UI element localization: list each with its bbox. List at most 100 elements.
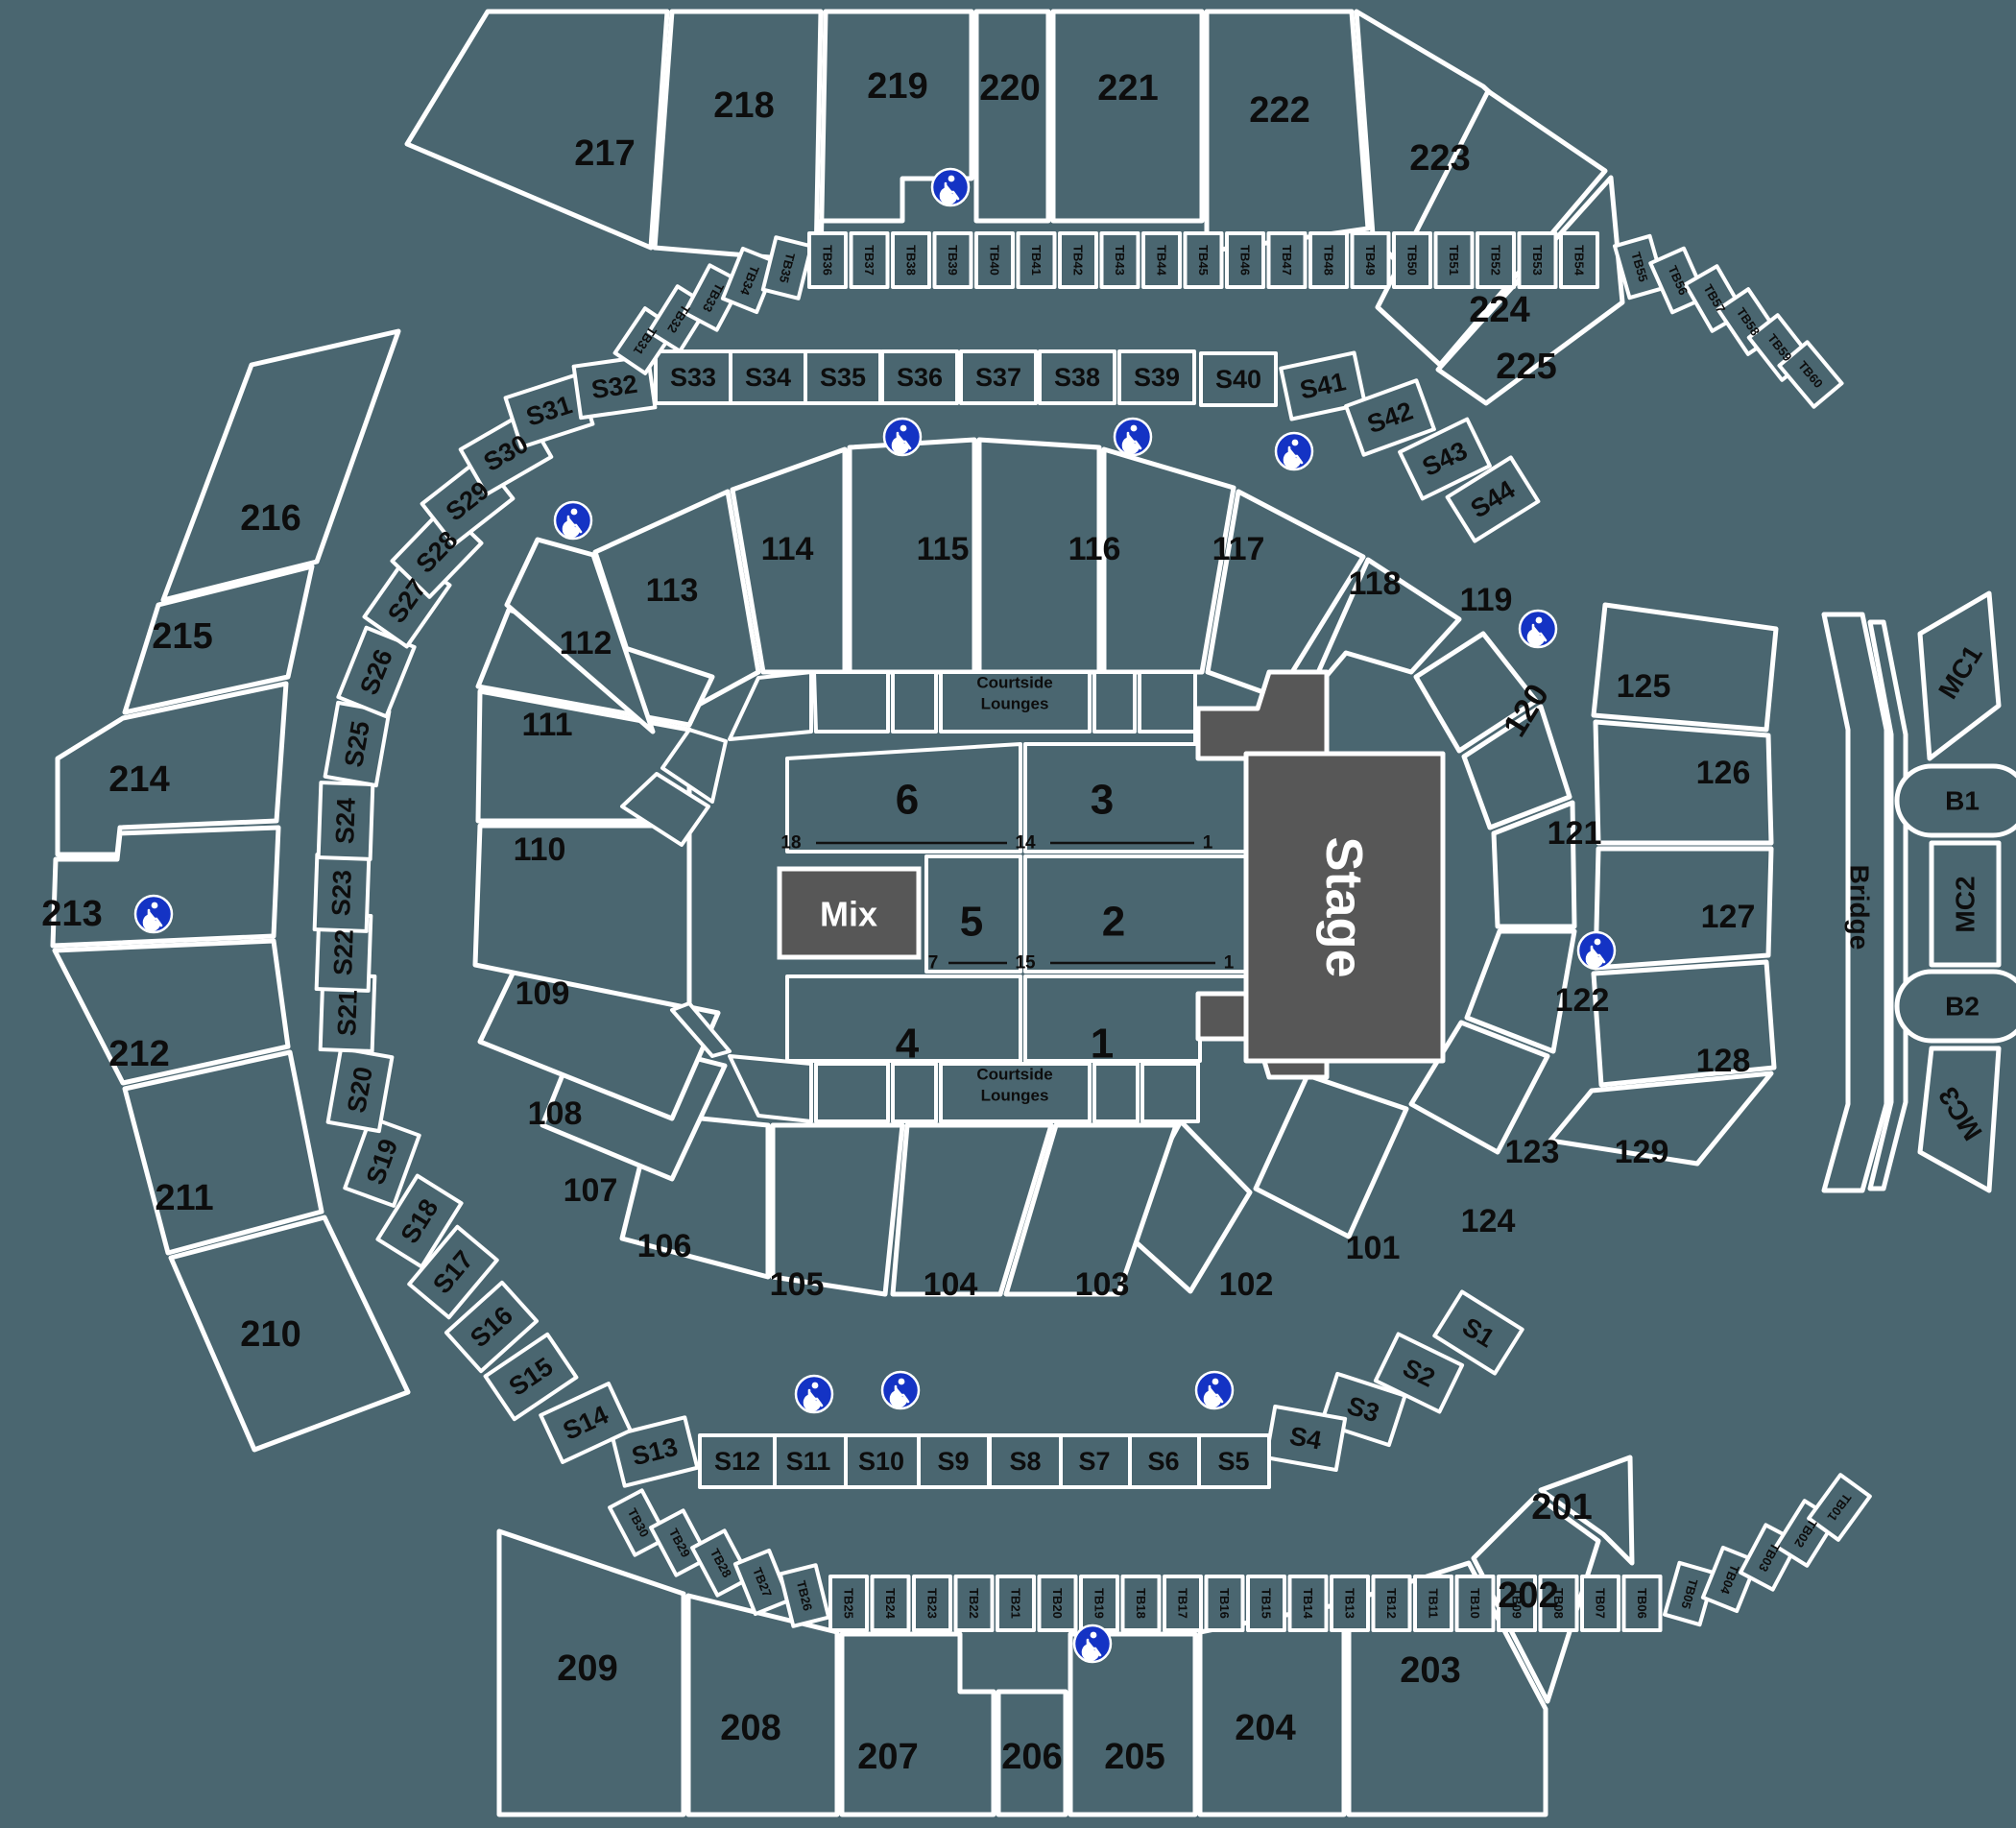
floor-block-5[interactable] — [924, 854, 1022, 974]
table-box-TB52[interactable] — [1476, 231, 1516, 289]
table-box-TB20[interactable] — [1037, 1575, 1078, 1632]
suite-S40[interactable] — [1199, 351, 1278, 407]
suite-box-S42[interactable] — [1344, 378, 1436, 457]
table-box-rect-TB10[interactable] — [1454, 1575, 1496, 1632]
table-box-TB35[interactable] — [760, 235, 814, 301]
table-box-rect-TB47[interactable] — [1266, 231, 1308, 289]
suite-box-S14[interactable] — [539, 1382, 633, 1464]
suite-S2[interactable] — [1373, 1332, 1465, 1414]
suite-box-S15[interactable] — [483, 1332, 579, 1422]
suite-box-S8[interactable] — [988, 1433, 1063, 1489]
section-127[interactable] — [1593, 846, 1774, 971]
table-box-rect-TB21[interactable] — [996, 1575, 1036, 1632]
table-box-rect-TB43[interactable] — [1099, 231, 1140, 289]
section-120[interactable] — [1413, 631, 1539, 754]
courtside-lounge-box[interactable] — [1138, 670, 1197, 734]
table-box-TB41[interactable] — [1016, 231, 1057, 289]
table-box-TB48[interactable] — [1308, 231, 1349, 289]
table-box-rect-TB29[interactable] — [649, 1508, 710, 1577]
suite-box-S24[interactable] — [316, 781, 375, 861]
section-128[interactable] — [1591, 959, 1777, 1088]
suite-S15[interactable] — [483, 1332, 579, 1422]
mc2[interactable] — [1929, 840, 2002, 968]
table-box-TB44[interactable] — [1141, 231, 1182, 289]
table-box-TB24[interactable] — [870, 1575, 911, 1632]
table-box-TB11[interactable] — [1413, 1575, 1453, 1632]
section-217[interactable] — [404, 9, 670, 251]
section-126[interactable] — [1593, 719, 1774, 846]
table-box-rect-TB17[interactable] — [1163, 1575, 1203, 1632]
table-box-rect-TB28[interactable] — [690, 1528, 752, 1598]
section-205[interactable] — [1068, 1631, 1198, 1817]
section-105[interactable] — [770, 1122, 905, 1297]
table-box-TB13[interactable] — [1330, 1575, 1370, 1632]
section-212[interactable] — [52, 938, 291, 1086]
mix-position[interactable] — [777, 866, 922, 960]
table-box-TB06[interactable] — [1621, 1575, 1663, 1632]
table-box-TB26[interactable] — [778, 1563, 831, 1628]
table-box-TB40[interactable] — [974, 231, 1015, 289]
table-box-rect-TB60[interactable] — [1777, 340, 1844, 409]
courtside-lounge-box[interactable] — [812, 670, 890, 734]
suite-S35[interactable] — [804, 349, 882, 405]
table-box-rect-TB49[interactable] — [1350, 231, 1391, 289]
table-box-TB60[interactable] — [1777, 340, 1844, 409]
courtside-lounge-box[interactable] — [1092, 1062, 1140, 1123]
courtside-ring-left2[interactable] — [660, 728, 728, 804]
suite-S16[interactable] — [444, 1280, 540, 1374]
table-box-TB53[interactable] — [1517, 231, 1558, 289]
suite-box-S40[interactable] — [1199, 351, 1278, 407]
table-box-TB45[interactable] — [1183, 231, 1224, 289]
section-206[interactable] — [996, 1689, 1068, 1817]
table-box-TB36[interactable] — [807, 231, 848, 289]
suite-S42[interactable] — [1344, 378, 1436, 457]
courtside-ring-left-b2[interactable] — [670, 1001, 732, 1058]
suite-box-S4[interactable] — [1263, 1404, 1348, 1473]
section-125[interactable] — [1591, 602, 1779, 733]
section-129[interactable] — [1548, 1070, 1774, 1167]
table-box-TB39[interactable] — [932, 231, 973, 289]
suite-box-S32[interactable] — [571, 353, 658, 421]
courtside-lounge-box[interactable] — [814, 1062, 890, 1123]
suite-box-S5[interactable] — [1196, 1433, 1271, 1489]
courtside-lounges-bottom[interactable] — [939, 1062, 1092, 1123]
section-117[interactable] — [1101, 446, 1236, 675]
suite-box-S39[interactable] — [1117, 349, 1196, 405]
suite-S5[interactable] — [1196, 1433, 1271, 1489]
courtside-lounge-box[interactable] — [891, 670, 938, 734]
bridge-rail[interactable] — [1867, 619, 1908, 1191]
suite-S44[interactable] — [1445, 455, 1541, 543]
table-box-rect-TB37[interactable] — [849, 231, 890, 289]
suite-box-S12[interactable] — [698, 1433, 777, 1489]
table-box-TB42[interactable] — [1058, 231, 1098, 289]
section-209[interactable] — [496, 1528, 686, 1817]
section-118[interactable] — [1205, 489, 1366, 700]
table-box-rect-TB01[interactable] — [1807, 1473, 1872, 1542]
table-box-rect-TB22[interactable] — [953, 1575, 995, 1632]
table-box-TB18[interactable] — [1120, 1575, 1162, 1632]
table-box-rect-TB12[interactable] — [1371, 1575, 1412, 1632]
table-box-rect-TB50[interactable] — [1392, 231, 1432, 289]
section-121[interactable] — [1461, 704, 1572, 830]
table-box-rect-TB18[interactable] — [1120, 1575, 1162, 1632]
suite-S19[interactable] — [343, 1116, 421, 1208]
suite-box-S38[interactable] — [1038, 349, 1116, 405]
suite-box-S17[interactable] — [407, 1224, 499, 1320]
section-112[interactable] — [504, 537, 656, 734]
table-box-rect-TB07[interactable] — [1580, 1575, 1620, 1632]
section-210[interactable] — [168, 1215, 411, 1453]
table-box-rect-TB30[interactable] — [608, 1488, 669, 1557]
table-box-TB25[interactable] — [828, 1575, 869, 1632]
courtside-lounges-top[interactable] — [939, 670, 1092, 734]
suite-box-S2[interactable] — [1373, 1332, 1465, 1414]
table-box-rect-TB23[interactable] — [912, 1575, 952, 1632]
suite-box-S10[interactable] — [842, 1433, 921, 1489]
mc1[interactable] — [1917, 590, 2002, 761]
table-box-TB46[interactable] — [1225, 231, 1265, 289]
table-box-TB37[interactable] — [849, 231, 890, 289]
table-box-rect-TB15[interactable] — [1246, 1575, 1286, 1632]
section-122[interactable] — [1491, 800, 1577, 929]
table-box-TB10[interactable] — [1454, 1575, 1496, 1632]
mc3[interactable] — [1917, 1046, 2002, 1193]
